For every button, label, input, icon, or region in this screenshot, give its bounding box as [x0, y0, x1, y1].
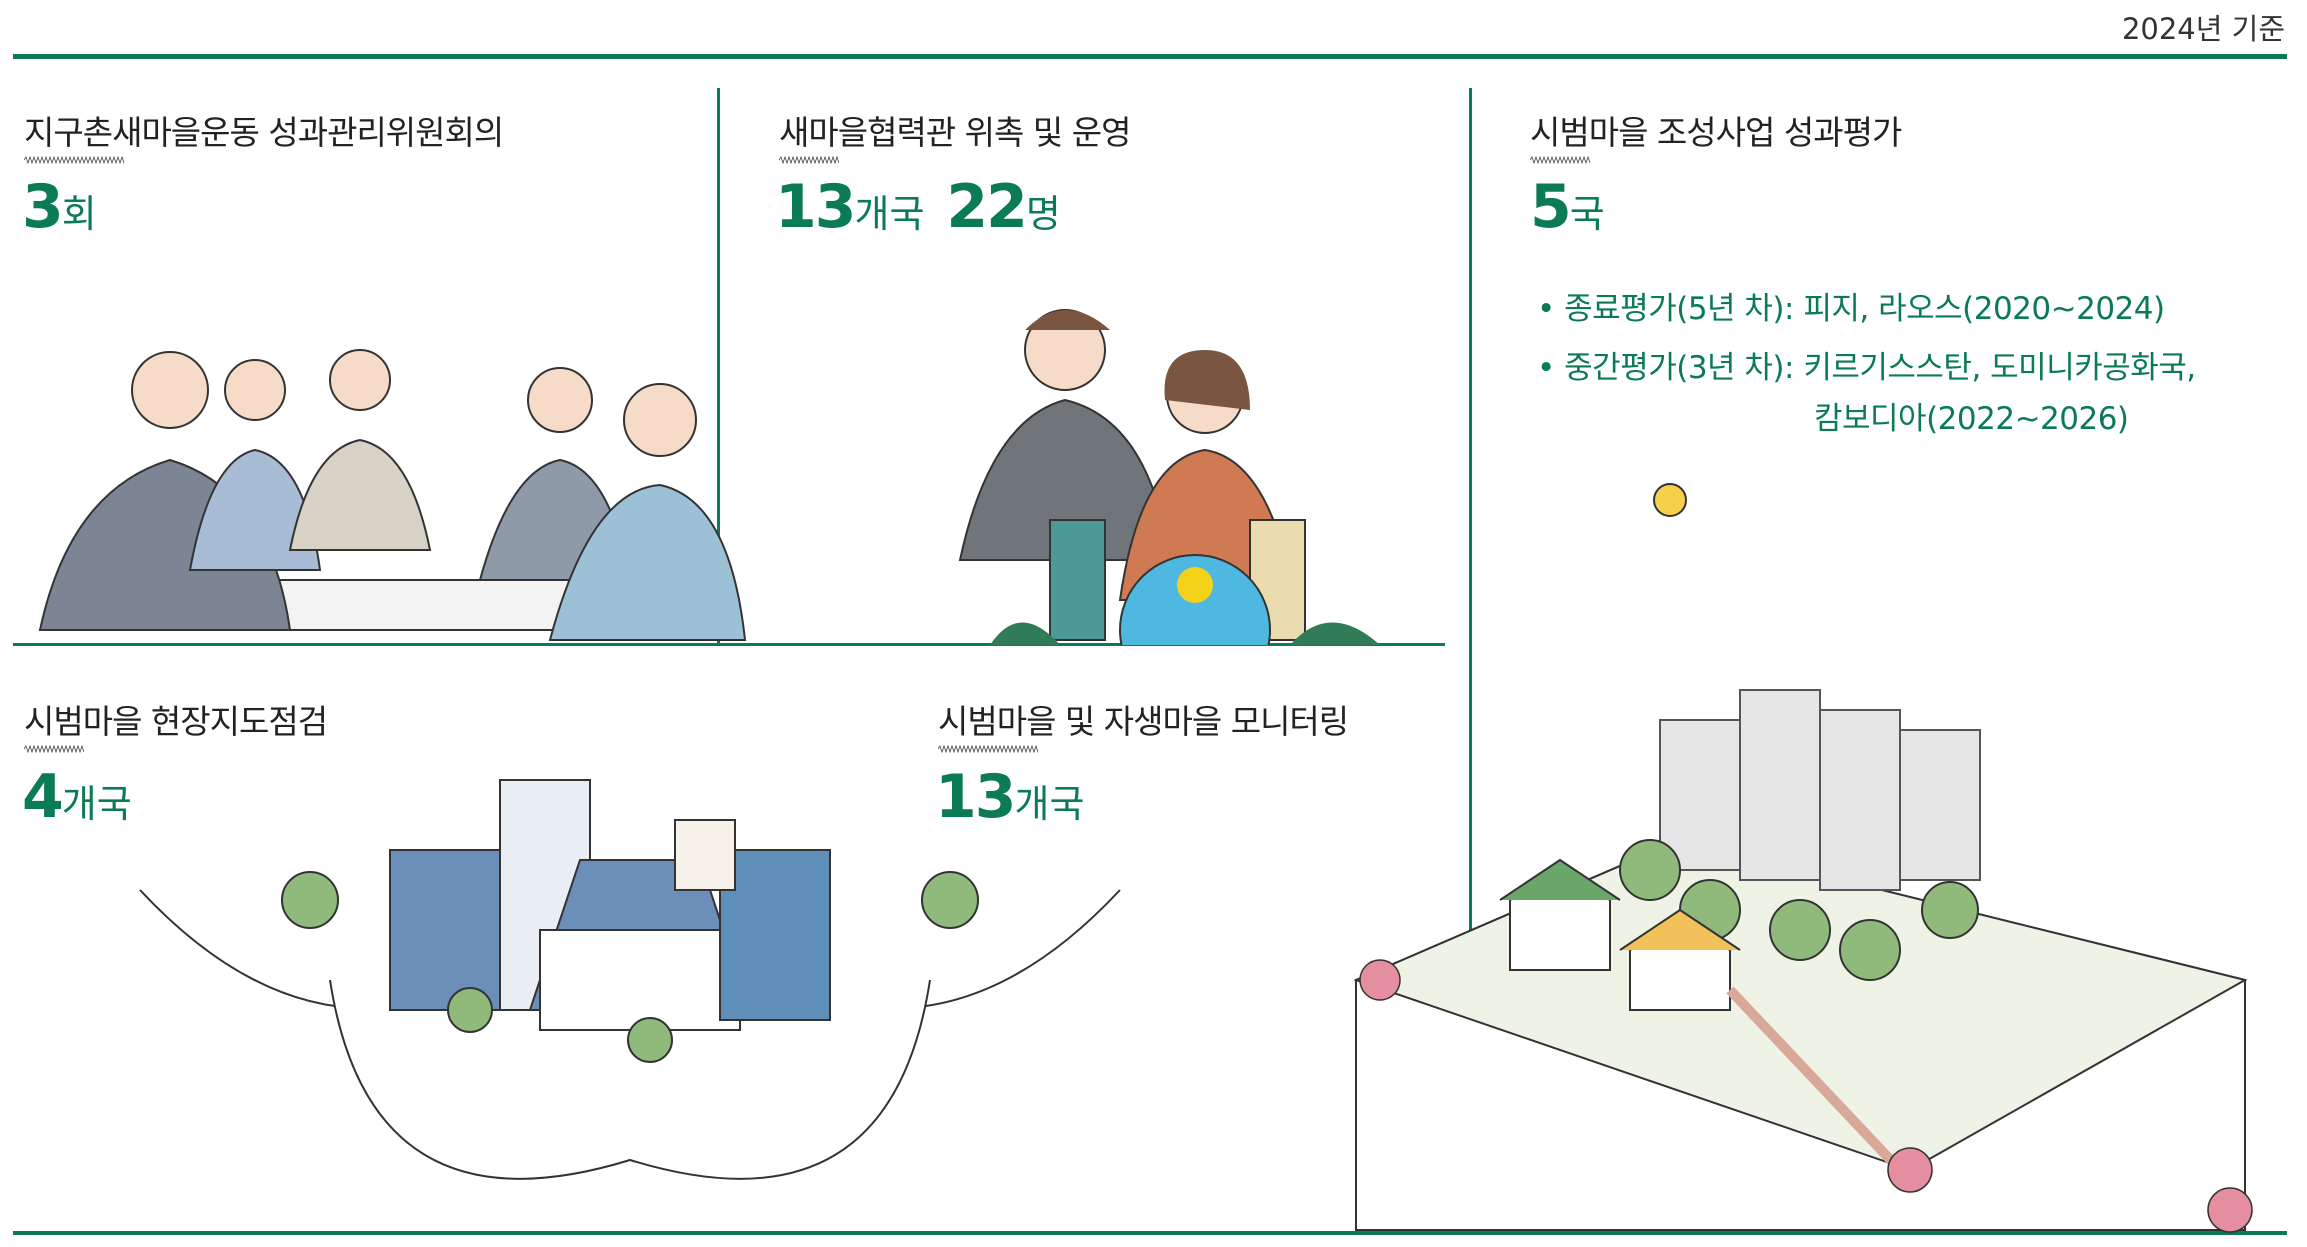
meeting-illustration	[38, 349, 747, 641]
unit: 개국	[854, 192, 925, 236]
bottom-divider	[13, 1231, 2287, 1235]
inspection-count: 4개국	[22, 762, 154, 832]
value: 22	[946, 172, 1027, 242]
wavy-underline	[938, 745, 1038, 753]
village-illustration	[1353, 483, 2253, 1233]
column-divider-1	[717, 88, 720, 644]
bullet-mid-evaluation: • 중간평가(3년 차): 키르기스스탄, 도미니카공화국,	[1537, 350, 2196, 386]
unit: 회	[61, 192, 97, 236]
panel-title: 새마을협력관 위촉 및 운영	[779, 106, 1131, 164]
evaluation-count: 5국	[1530, 172, 1627, 242]
column-divider-2	[1469, 88, 1472, 1233]
wavy-underline	[24, 156, 124, 164]
monitoring-count: 13개국	[935, 762, 1106, 832]
top-divider	[13, 54, 2287, 59]
reference-year: 2024년 기준	[2121, 12, 2285, 46]
advisors-illustration	[958, 309, 1380, 645]
title-text: 시범마을 조성사업 성과평가	[1530, 113, 1902, 152]
title-text: 시범마을 및 자생마을 모니터링	[938, 702, 1349, 741]
wavy-underline	[24, 745, 84, 753]
unit: 개국	[1014, 782, 1085, 826]
meeting-count: 3회	[22, 172, 119, 242]
panel-title: 시범마을 현장지도점검	[24, 695, 328, 753]
panel-title: 지구촌새마을운동 성과관리위원회의	[24, 106, 504, 164]
value: 13	[935, 762, 1016, 832]
unit: 명	[1025, 192, 1061, 236]
wavy-underline	[779, 156, 839, 164]
value: 4	[22, 762, 64, 832]
unit: 국	[1569, 192, 1605, 236]
value: 5	[1530, 172, 1572, 242]
value: 13	[775, 172, 856, 242]
unit: 개국	[61, 782, 132, 826]
title-text: 지구촌새마을운동 성과관리위원회의	[24, 113, 504, 152]
bullet-mid-evaluation-cont: 캄보디아(2022~2026)	[1814, 401, 2129, 437]
title-text: 시범마을 현장지도점검	[24, 702, 328, 741]
row-divider	[13, 643, 1445, 646]
wavy-underline	[1530, 156, 1590, 164]
title-text: 새마을협력관 위촉 및 운영	[779, 113, 1131, 152]
hands-village-illustration	[139, 779, 1121, 1180]
panel-title: 시범마을 조성사업 성과평가	[1530, 106, 1902, 164]
bullet-final-evaluation: • 종료평가(5년 차): 피지, 라오스(2020~2024)	[1537, 291, 2165, 327]
panel-title: 시범마을 및 자생마을 모니터링	[938, 695, 1349, 753]
value: 3	[22, 172, 64, 242]
advisor-counts: 13개국 22명	[775, 172, 1083, 242]
